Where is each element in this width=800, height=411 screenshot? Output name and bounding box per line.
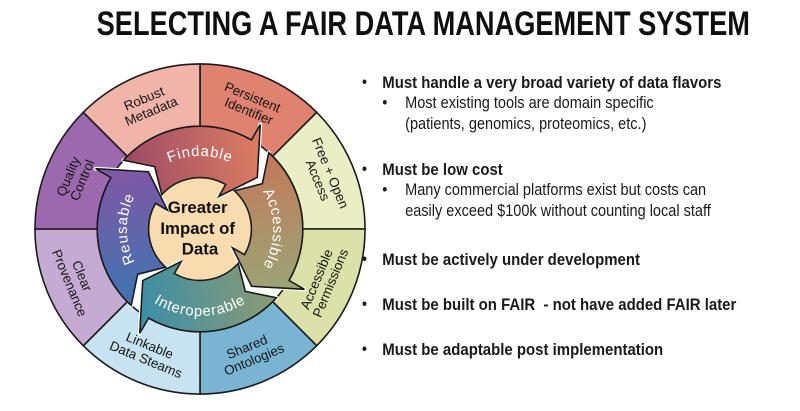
bullet-icon: •: [382, 94, 388, 112]
fair-wheel-diagram: Persistent Identifier Free + Open Access…: [34, 63, 366, 395]
bullet-text: Must be actively under development: [382, 250, 640, 269]
sub-bullet-text: Most existing tools are domain specific: [405, 94, 654, 112]
bullet-list: • Must handle a very broad variety of da…: [362, 72, 800, 360]
arrow-findable: [122, 124, 262, 199]
arrow-reusable: [95, 167, 170, 307]
page-title: SELECTING A FAIR DATA MANAGEMENT SYSTEM: [0, 5, 800, 44]
arrow-interoperable: [138, 259, 278, 334]
list-item: • Must handle a very broad variety of da…: [362, 72, 800, 135]
sub-bullet-text: (patients, genomics, proteomics, etc.): [405, 115, 647, 133]
bullet-text: Must be low cost: [382, 160, 503, 179]
bullet-icon: •: [362, 161, 367, 178]
arrow-accessible: [230, 151, 305, 291]
arrow-label-reusable: Reusable: [115, 191, 139, 267]
sub-bullet-text: easily exceed $100k without counting loc…: [405, 202, 711, 220]
list-item: • Must be actively under development: [362, 249, 800, 270]
bullet-text: Must be built on FAIR - not have added F…: [382, 295, 737, 314]
page-title-text: SELECTING A FAIR DATA MANAGEMENT SYSTEM: [96, 5, 750, 43]
list-item: • Must be built on FAIR - not have added…: [362, 294, 800, 315]
sub-bullet-text: Many commercial platforms exist but cost…: [405, 181, 707, 199]
bullet-icon: •: [362, 74, 367, 91]
list-item: • Must be low cost • Many commercial pla…: [362, 159, 800, 222]
bullet-icon: •: [382, 181, 388, 199]
bullet-text: Must handle a very broad variety of data…: [382, 73, 722, 92]
bullet-text: Must be adaptable post implementation: [382, 340, 664, 359]
arrow-label-findable: Findable: [165, 144, 235, 166]
bullet-icon: •: [362, 251, 367, 268]
center-label: Greater Impact of Data: [160, 198, 239, 259]
bullet-icon: •: [362, 341, 367, 358]
bullet-icon: •: [362, 296, 367, 313]
list-item: • Must be adaptable post implementation: [362, 339, 800, 360]
